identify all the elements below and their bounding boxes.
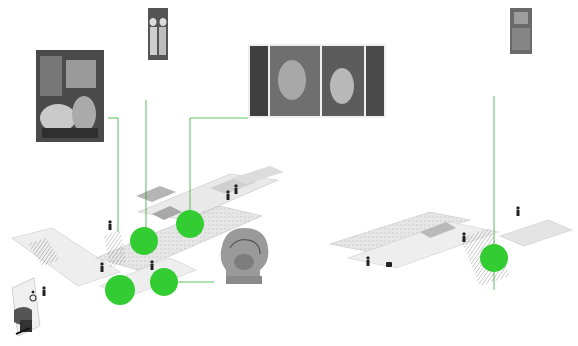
walking-figure-icon [108, 220, 112, 230]
walking-figure-icon [226, 190, 230, 200]
camera-icon [386, 262, 392, 267]
legend [500, 286, 572, 302]
location-markers [105, 210, 508, 305]
right-floor-plan [328, 211, 573, 286]
walking-figure-icon [516, 206, 520, 216]
artwork-photo-2 [148, 8, 168, 60]
walking-figure-icon [100, 262, 104, 272]
wheelchair-icon [29, 290, 37, 302]
artwork-photo-3 [248, 44, 386, 118]
walking-figure-icon [234, 184, 238, 194]
marker-1 [130, 227, 158, 255]
figure-glyphs [29, 184, 520, 302]
walking-figure-icon [462, 232, 466, 242]
left-floor-plan [11, 166, 284, 337]
marker-2 [176, 210, 204, 238]
artwork-photo-5 [510, 8, 532, 54]
marker-3 [105, 275, 135, 305]
walking-figure-icon [42, 286, 46, 296]
walking-figure-icon [366, 256, 370, 266]
marker-4 [150, 268, 178, 296]
leader-lines [108, 96, 495, 296]
walking-figure-icon [150, 260, 154, 270]
marker-5 [480, 244, 508, 272]
artwork-photo-1 [36, 50, 104, 142]
artwork-photo-4 [220, 228, 269, 284]
